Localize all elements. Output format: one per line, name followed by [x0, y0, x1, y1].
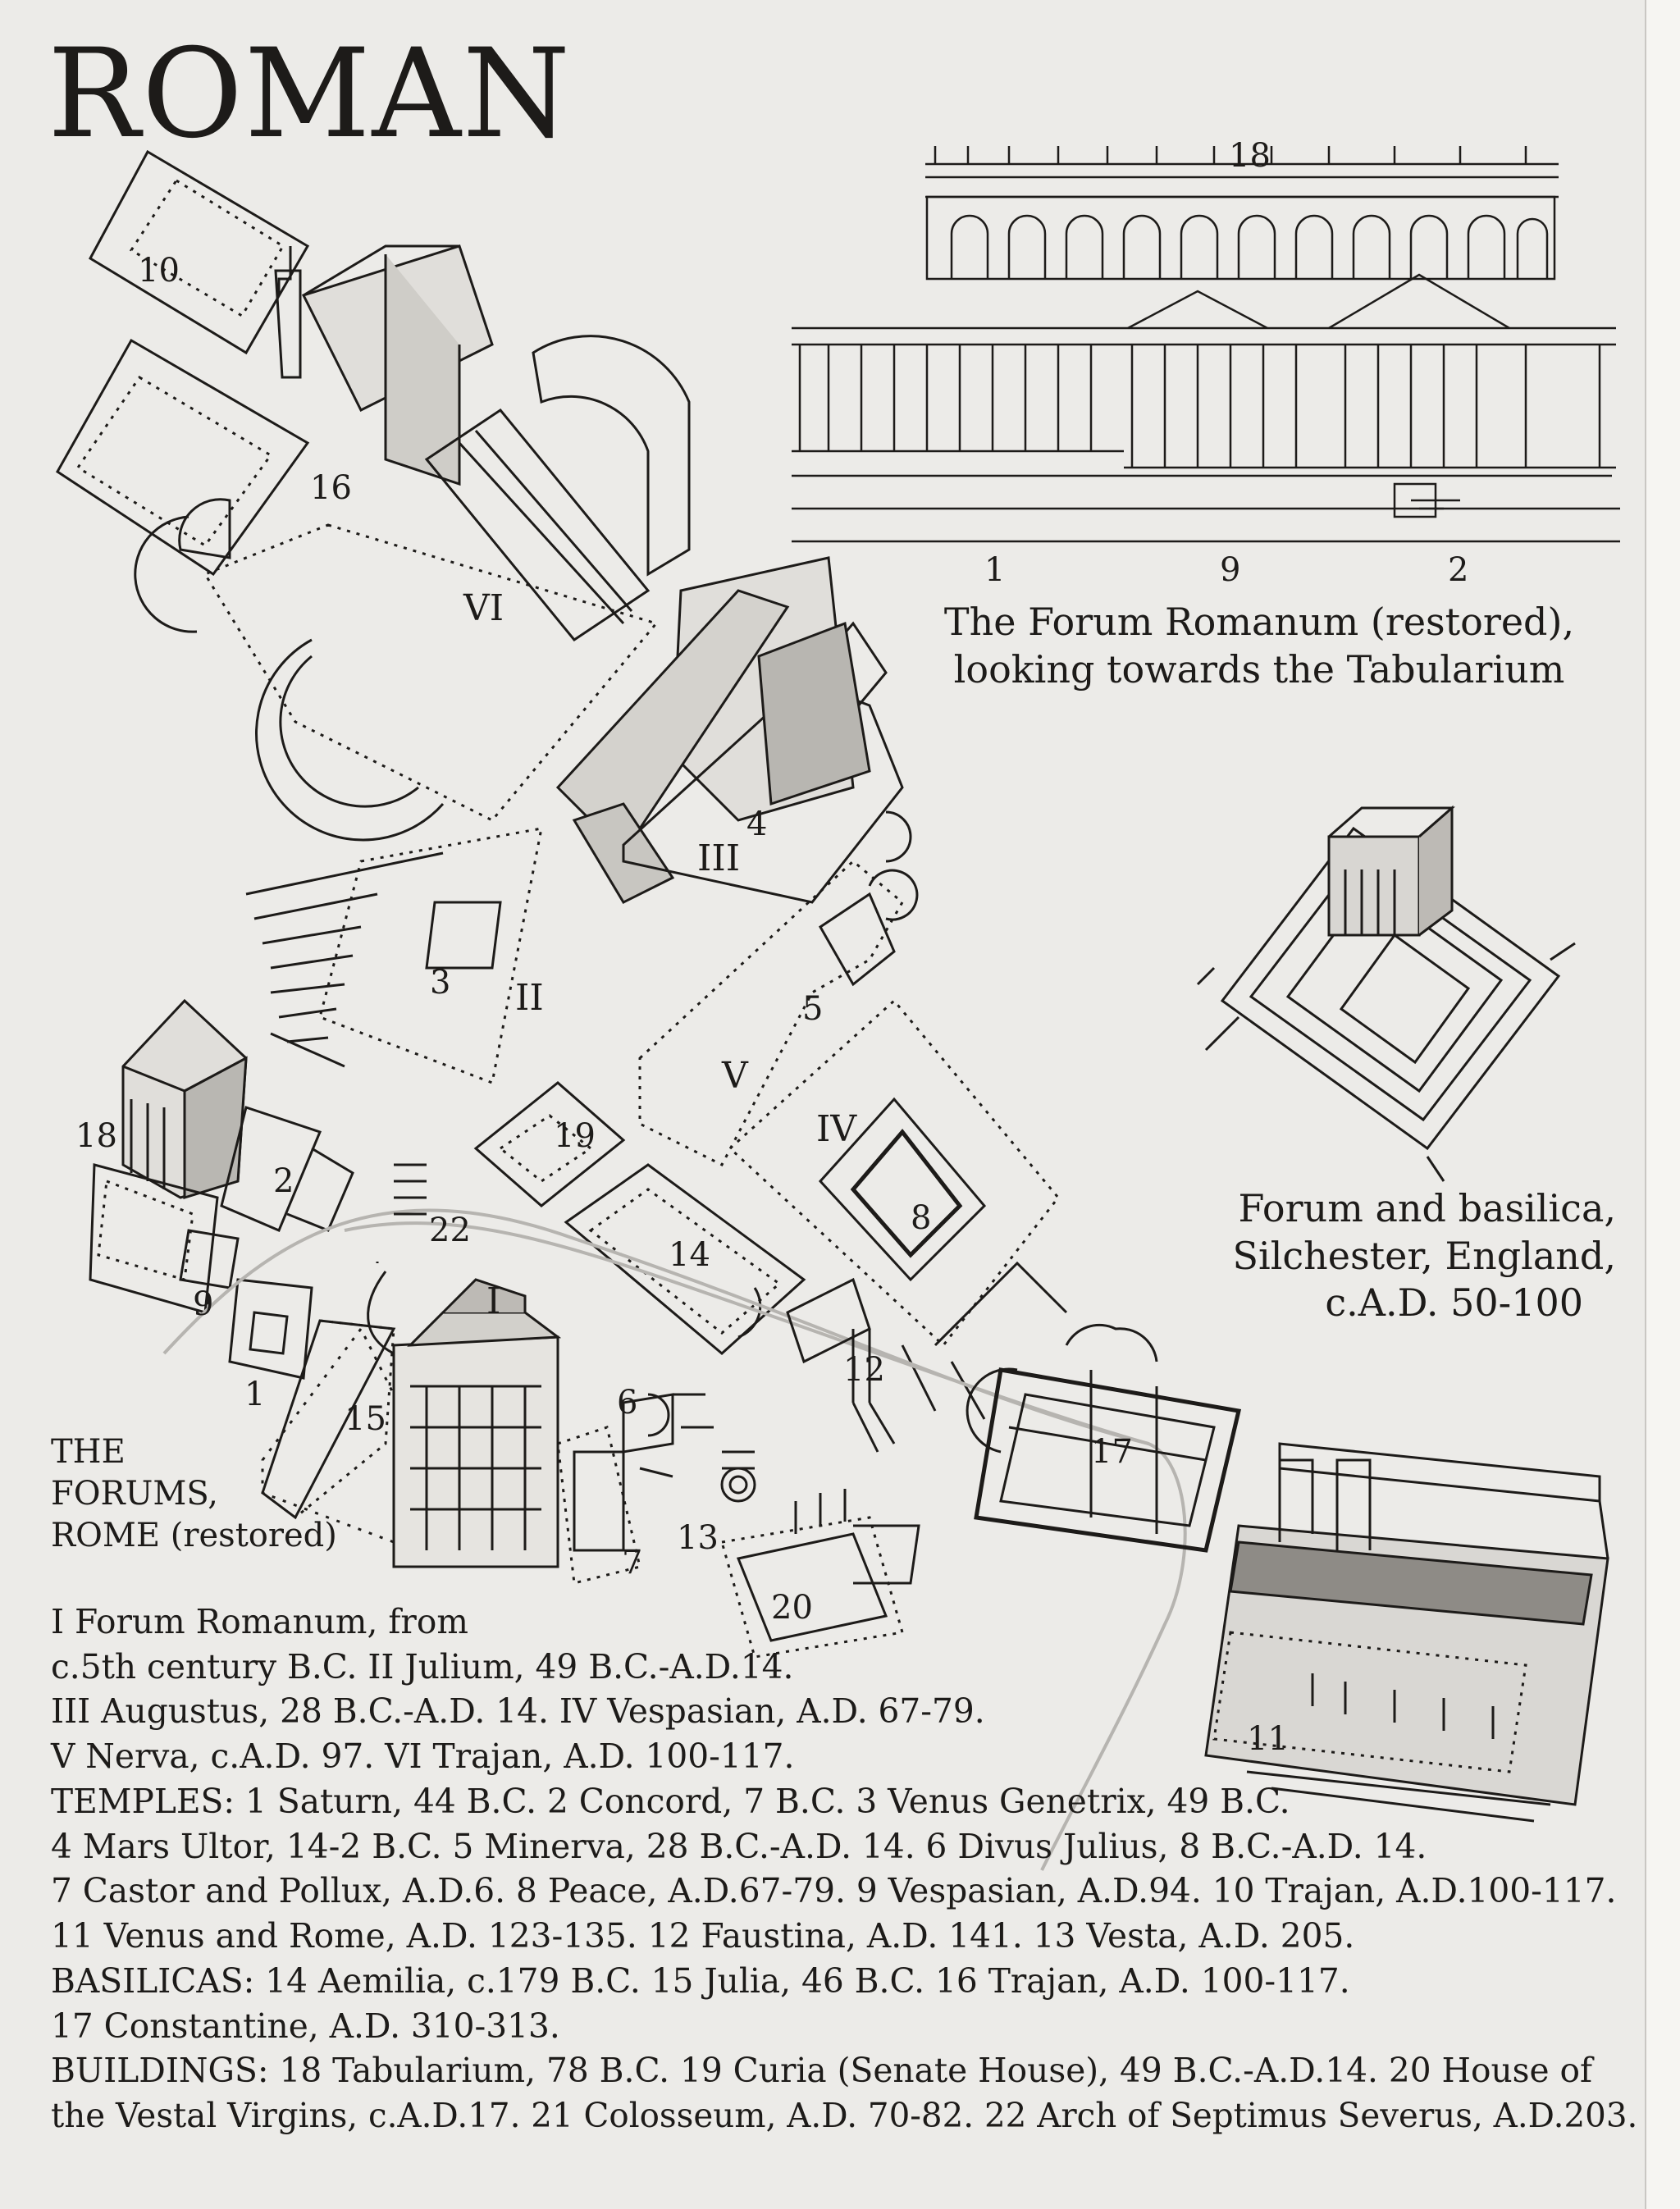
silchester-plan [1196, 805, 1576, 1182]
forum-label-IV: IV [816, 1108, 857, 1150]
forum-label-VI: VI [463, 587, 504, 629]
legend-line: c.5th century B.C. II Julium, 49 B.C.-A.… [51, 1646, 794, 1686]
plan-label-19: 19 [554, 1117, 596, 1155]
forum-label-V: V [722, 1055, 748, 1097]
legend-line: 11 Venus and Rome, A.D. 123-135. 12 Faus… [51, 1916, 1355, 1956]
legend-title: THE FORUMS, ROME (restored) [51, 1433, 337, 1555]
page-title: ROMAN [48, 23, 573, 166]
plan-label-4: 4 [746, 806, 768, 843]
forum-label-III: III [697, 838, 741, 879]
tabularium-label-2: 2 [1448, 551, 1469, 589]
plan-label-17: 17 [1091, 1433, 1133, 1471]
legend-line: BASILICAS: 14 Aemilia, c.179 B.C. 15 Jul… [51, 1960, 1350, 2001]
plan-label-6: 6 [617, 1384, 638, 1422]
forum-label-II: II [515, 977, 544, 1019]
plan-label-9: 9 [193, 1285, 214, 1323]
plan-label-2: 2 [273, 1162, 294, 1200]
silchester-caption: Forum and basilica, Silchester, England,… [1232, 1186, 1616, 1325]
legend-line: 17 Constantine, A.D. 310-313. [51, 2006, 560, 2046]
legend-line: the Vestal Virgins, c.A.D.17. 21 Colosse… [51, 2096, 1638, 2136]
plan-label-16: 16 [310, 469, 352, 507]
plan-label-20: 20 [771, 1589, 813, 1627]
forum-plan [56, 149, 1609, 1871]
forum-label-I: I [486, 1280, 501, 1322]
plan-label-3: 3 [430, 964, 451, 1002]
plan-label-18: 18 [75, 1117, 117, 1155]
legend-line: 4 Mars Ultor, 14-2 B.C. 5 Minerva, 28 B.… [51, 1826, 1427, 1866]
forum-plan-drawing [56, 146, 1620, 1871]
page-edge [1645, 0, 1680, 2209]
plan-label-13: 13 [677, 1519, 719, 1557]
plan-label-22: 22 [429, 1212, 471, 1249]
tabularium-label-1: 1 [984, 551, 1006, 589]
legend: I Forum Romanum, from c.5th century B.C.… [51, 1600, 1650, 2138]
plan-label-7: 7 [622, 1544, 643, 1581]
plan-label-8: 8 [911, 1199, 932, 1237]
plan-label-14: 14 [669, 1236, 710, 1274]
tabularium-label-18: 18 [1229, 137, 1271, 175]
tabularium-elevation [792, 146, 1620, 543]
plan-label-11: 11 [1247, 1720, 1289, 1758]
legend-line: I Forum Romanum, from [51, 1602, 468, 1641]
legend-line: V Nerva, c.A.D. 97. VI Trajan, A.D. 100-… [51, 1737, 795, 1777]
plan-label-12: 12 [843, 1351, 885, 1389]
plan-label-5: 5 [802, 990, 824, 1028]
legend-line: TEMPLES: 1 Saturn, 44 B.C. 2 Concord, 7 … [51, 1781, 1290, 1821]
legend-line: BUILDINGS: 18 Tabularium, 78 B.C. 19 Cur… [51, 2051, 1593, 2091]
plan-label-1: 1 [244, 1376, 266, 1413]
legend-line: III Augustus, 28 B.C.-A.D. 14. IV Vespas… [51, 1691, 985, 1732]
plan-label-15: 15 [345, 1400, 386, 1438]
legend-line: 7 Castor and Pollux, A.D.6. 8 Peace, A.D… [51, 1871, 1617, 1911]
tabularium-label-9: 9 [1220, 551, 1241, 589]
plan-label-10: 10 [138, 252, 180, 290]
tabularium-caption: The Forum Romanum (restored), looking to… [943, 600, 1575, 691]
